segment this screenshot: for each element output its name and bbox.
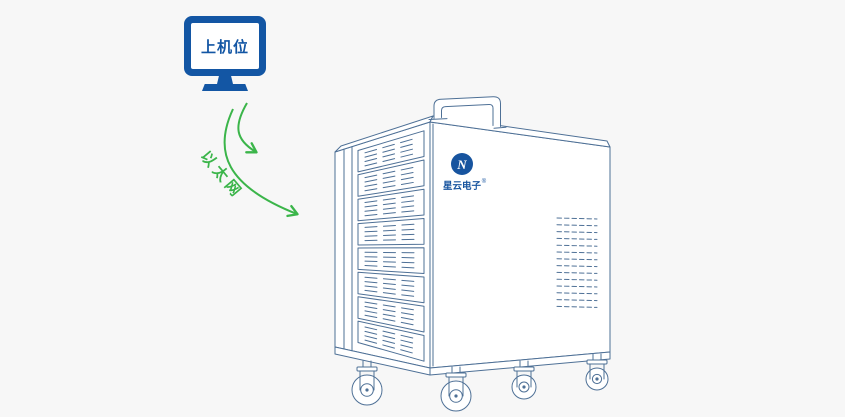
drawer-slot: [357, 218, 425, 246]
drawer-slot: [357, 130, 425, 173]
drawer-vent-slots: [364, 137, 418, 154]
drawer-vent-slots: [364, 339, 418, 355]
brand-text: 星云电子: [443, 180, 482, 192]
drawer-vent-slots: [364, 233, 418, 237]
drawer-vent-slots: [364, 306, 418, 316]
monitor-stand-base: [202, 84, 248, 91]
drawer-vent-slots: [364, 289, 418, 298]
drawer-vent-slots: [364, 210, 418, 217]
drawer-slot: [357, 296, 425, 333]
cabinet-drawing: N 星云电子 ®: [334, 96, 611, 412]
side-vent-row: [556, 231, 598, 234]
drawer-slot: [357, 320, 425, 362]
side-vent-row: [556, 278, 598, 281]
drawer-vent-slots: [364, 310, 418, 321]
side-vent-row: [556, 299, 598, 302]
drawer-vent-slots: [364, 251, 418, 254]
drawer-vent-slots: [364, 166, 418, 179]
drawer-vent-slots: [364, 223, 418, 228]
drawer-vent-slots: [364, 205, 418, 212]
side-vent-row: [556, 244, 598, 247]
drawer-slot: [357, 271, 425, 304]
drawer-slot: [357, 159, 425, 197]
drawer-vent-slots: [364, 176, 418, 187]
drawer-vent-slots: [364, 314, 418, 326]
drawer-vent-slots: [364, 265, 418, 269]
handle-inner: [441, 103, 494, 126]
cabinet-handle: [428, 96, 507, 129]
brand-registered-mark: ®: [482, 178, 487, 185]
drawer-slots-group: [357, 130, 425, 362]
monitor-label: 上机位: [200, 38, 249, 56]
handle-outer: [433, 96, 501, 127]
drawer-vent-slots: [364, 171, 418, 183]
side-vent-row: [556, 224, 598, 227]
side-vent-row: [556, 258, 598, 261]
drawer-vent-slots: [364, 335, 418, 350]
drawer-vent-slots: [364, 301, 418, 311]
monitor-screen: 上机位: [191, 23, 259, 69]
ethernet-arrow-long: [223, 108, 299, 218]
casters-group: [351, 353, 609, 412]
side-vent-row: [556, 305, 598, 308]
drawer-vent-slots: [364, 228, 418, 233]
drawer-vent-slots: [364, 285, 418, 293]
handle-mounts: [428, 118, 507, 129]
caster-wheel: [511, 360, 537, 400]
side-vent-row: [556, 251, 598, 254]
side-vent-row: [556, 285, 598, 288]
drawer-vent-slots: [364, 199, 418, 208]
side-vent-row: [556, 265, 598, 268]
brand-logo: N 星云电子 ®: [443, 153, 487, 192]
caster-wheel: [440, 366, 472, 412]
drawer-vent-slots: [364, 260, 418, 264]
drawer-vent-slots: [364, 181, 418, 192]
ethernet-arrow-short: [237, 102, 258, 154]
drawer-vent-slots: [364, 330, 418, 345]
side-vent-row: [556, 217, 598, 220]
drawer-vent-slots: [364, 147, 418, 162]
caster-wheel: [585, 353, 609, 391]
side-vent-row: [556, 292, 598, 295]
drawer-vent-slots: [364, 194, 418, 203]
logo-circle-icon: [451, 153, 473, 175]
drawer-vent-slots: [364, 142, 418, 158]
drawer-vent-slots: [364, 238, 418, 242]
side-vent-grid: [556, 217, 598, 308]
cabinet-top-edge-side: [429, 115, 611, 148]
drawer-vent-slots: [364, 152, 418, 167]
drawer-slot: [357, 188, 425, 222]
side-vent-row: [556, 237, 598, 240]
drawer-slot: [357, 247, 425, 274]
monitor-stand-neck: [217, 76, 233, 84]
drawer-vent-slots: [364, 256, 418, 259]
host-computer: 上机位: [184, 16, 266, 91]
logo-monogram: N: [456, 157, 467, 172]
drawer-vent-slots: [364, 281, 418, 288]
caster-wheel: [351, 360, 383, 406]
drawer-vent-slots: [364, 276, 418, 283]
drawer-vent-slots: [364, 326, 418, 340]
side-vent-row: [556, 271, 598, 274]
ethernet-arrows: [223, 102, 299, 218]
monitor-icon: 上机位: [184, 16, 266, 76]
